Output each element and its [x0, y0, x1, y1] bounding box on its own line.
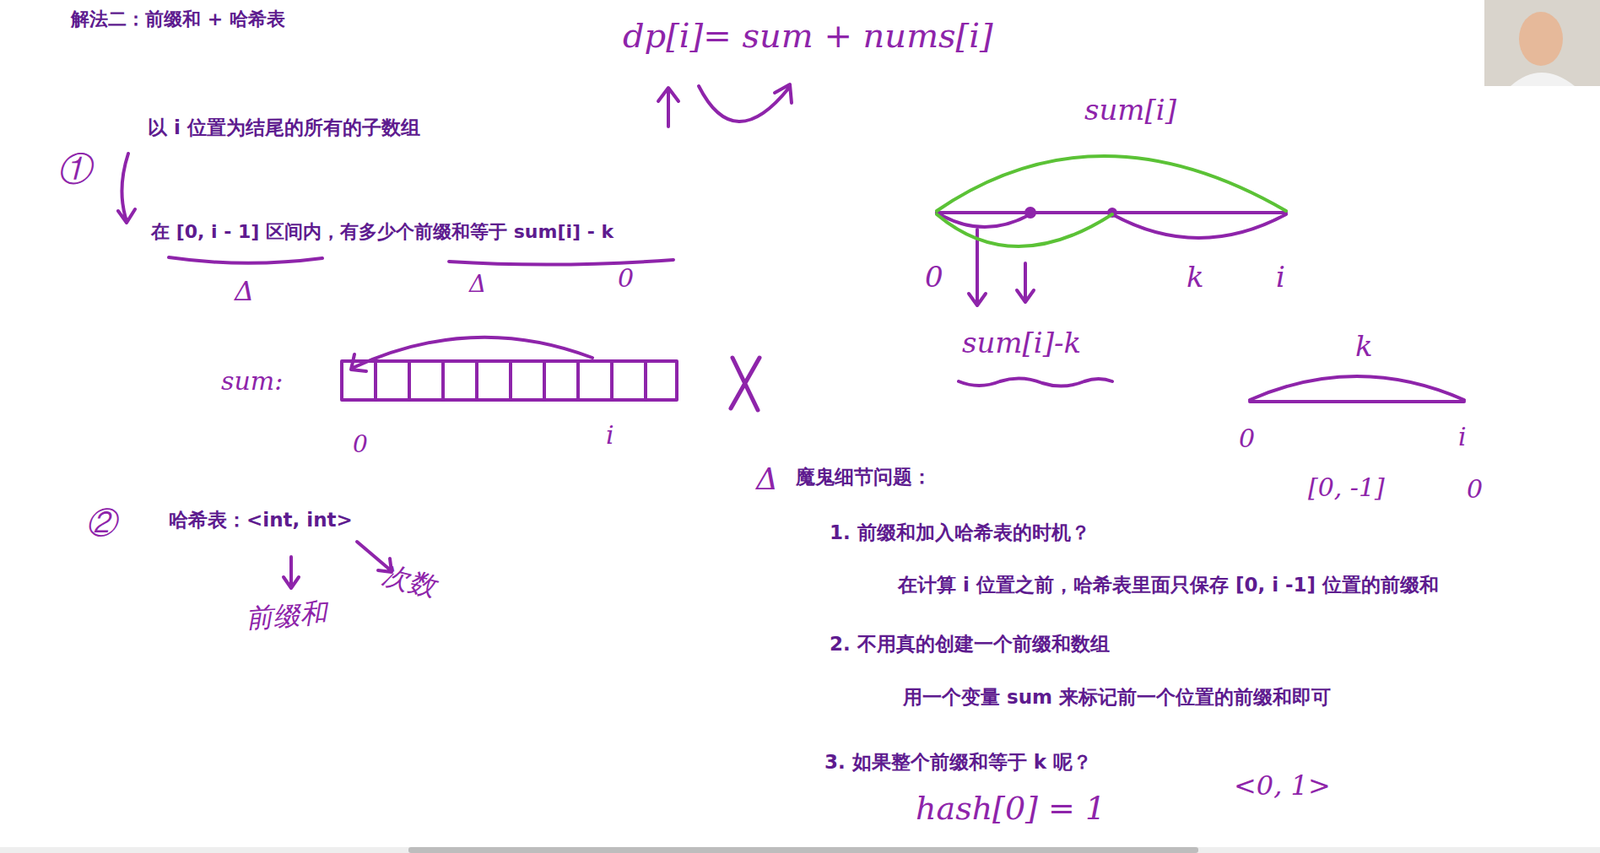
- handwritten-label: ①: [57, 148, 92, 190]
- handwritten-label: 0: [1466, 474, 1483, 505]
- underline: [168, 257, 323, 264]
- note-text: 1. 前缀和加入哈希表的时机？: [829, 521, 1091, 546]
- handwritten-label: 0: [1238, 423, 1255, 455]
- arc: [1249, 376, 1465, 400]
- handwritten-label: [0, -1]: [1308, 472, 1385, 503]
- arc: [1112, 214, 1287, 238]
- underline: [448, 259, 674, 265]
- handwritten-label: sum:: [221, 366, 283, 397]
- note-text: 在计算 i 位置之前，哈希表里面只保存 [0, i -1] 位置的前缀和: [897, 573, 1439, 598]
- green-arc: [936, 214, 1113, 247]
- handwritten-label: 0: [352, 430, 368, 460]
- note-text: 哈希表：<int, int>: [168, 508, 353, 533]
- handwritten-label: Δ: [469, 270, 487, 299]
- squiggle: [958, 378, 1113, 386]
- handwritten-label: ②: [86, 504, 117, 541]
- note-text: 以 i 位置为结尾的所有的子数组: [147, 116, 421, 141]
- handwritten-label: 前缀和: [244, 596, 328, 635]
- slide-title: 解法二：前缀和 + 哈希表: [70, 6, 286, 33]
- handwritten-label: i: [1275, 259, 1286, 295]
- handwritten-label: dp[i]= sum + nums[i]: [622, 15, 994, 56]
- handwritten-label: Δ: [234, 275, 255, 308]
- handwritten-label: Δ: [756, 460, 779, 498]
- handwritten-label: sum[i]-k: [962, 325, 1082, 361]
- scroll-track: [0, 847, 1600, 853]
- back-arrow: [351, 337, 593, 372]
- handwritten-label: <0, 1>: [1233, 769, 1331, 802]
- curved-arrow: [698, 84, 792, 122]
- webcam: [1484, 0, 1600, 87]
- handwritten-label: 0: [924, 259, 944, 295]
- array-cells: [375, 361, 646, 400]
- handwritten-label: 0: [617, 263, 634, 294]
- note-text: 在 [0, i - 1] 区间内，有多少个前缀和等于 sum[i] - k: [151, 221, 614, 244]
- handwritten-label: i: [605, 420, 615, 451]
- handwritten-label: k: [1355, 329, 1373, 364]
- segment: [1249, 400, 1465, 404]
- green-arc: [936, 156, 1287, 211]
- note-text: 魔鬼细节问题：: [795, 465, 932, 490]
- down-arrow: [1016, 263, 1034, 303]
- note-text: 2. 不用真的创建一个前缀和数组: [829, 632, 1110, 657]
- prefix-array: [341, 361, 677, 400]
- down-arrow: [118, 153, 136, 223]
- down-arrow: [283, 556, 299, 589]
- webcam-person: [1510, 72, 1575, 87]
- up-arrow: [658, 87, 679, 127]
- handwritten-label: 次数: [378, 558, 439, 604]
- note-text: 用一个变量 sum 来标记前一个位置的前缀和即可: [902, 686, 1331, 710]
- webcam-person: [1518, 11, 1563, 66]
- scroll-thumb: [408, 847, 1199, 853]
- handwritten-label: sum[i]: [1084, 92, 1177, 128]
- note-text: 3. 如果整个前缀和等于 k 呢？: [824, 751, 1092, 775]
- handwritten-label: hash[0] = 1: [915, 789, 1106, 829]
- cross-mark: [730, 357, 760, 411]
- handwritten-label: k: [1186, 259, 1205, 295]
- handwritten-label: i: [1458, 421, 1467, 453]
